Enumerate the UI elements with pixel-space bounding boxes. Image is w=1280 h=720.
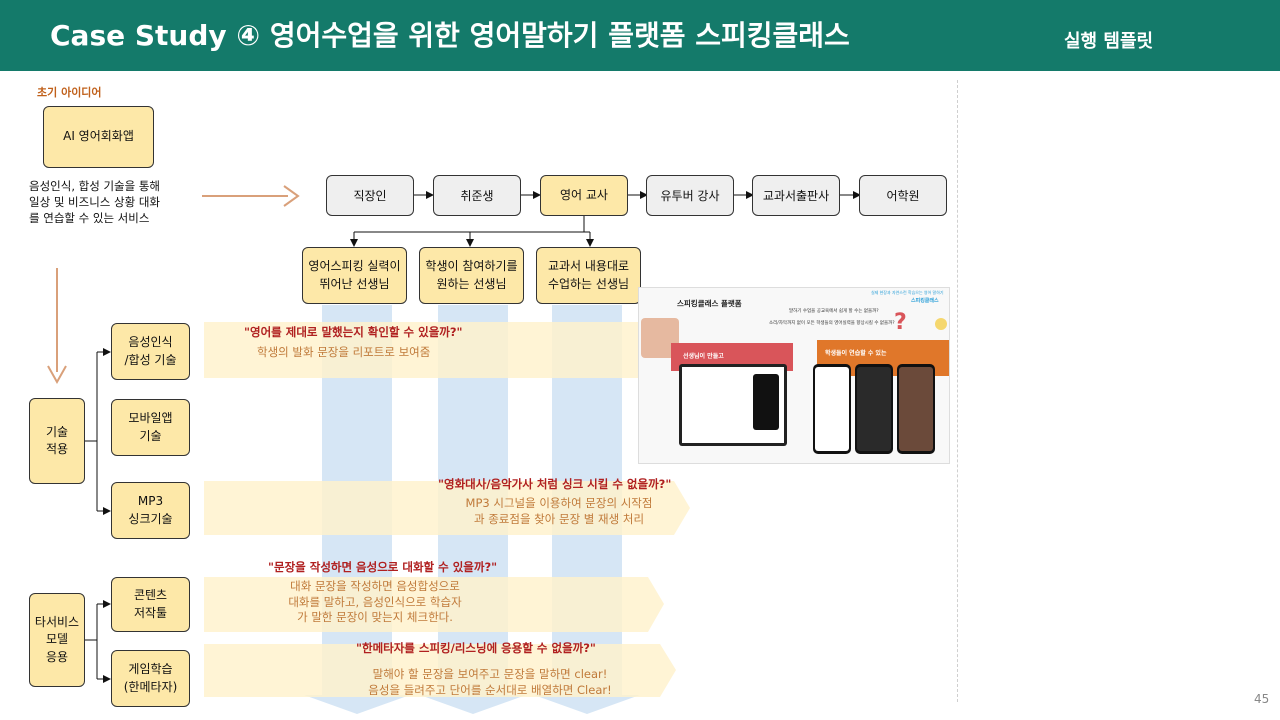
header-bar: Case Study ④ 영어수업을 위한 영어말하기 플랫폼 스피킹클래스 실… [0, 0, 1280, 71]
band-2-answer: MP3 시그널을 이용하여 문장의 시작점 과 종료점을 찾아 문장 별 재생 … [465, 496, 653, 526]
band-3-question: "문장을 작성하면 음성으로 대화할 수 있을까?" [268, 560, 498, 574]
screenshot-question-2: 소리/자막까지 없이 모든 학생들의 영어실력을 향상시킬 수 없을까? [769, 321, 895, 326]
band-4-answer: 말해야 할 문장을 보여주고 문장을 말하면 clear! 음성을 들려주고 단… [368, 667, 612, 697]
tech-mp3-box: MP3 싱크기술 [111, 482, 190, 539]
band-1-answer: 학생의 발화 문장을 리포트로 보여줌 [257, 345, 431, 359]
band-1-question: "영어를 제대로 말했는지 확인할 수 있을까?" [244, 325, 463, 339]
initial-idea-description: 음성인식, 합성 기술을 통해 일상 및 비즈니스 상황 대화 를 연습할 수 … [29, 179, 161, 226]
phone-mockup-2 [855, 364, 893, 454]
vertical-divider [957, 80, 958, 702]
platform-screenshot: 실제 현장과 자연스런 학습으는 영어 말하기 스피킹클래스 스피킹클래스 플랫… [638, 287, 950, 464]
target-english-teacher: 영어 교사 [540, 175, 628, 216]
page-title: Case Study ④ 영어수업을 위한 영어말하기 플랫폼 스피킹클래스 [50, 19, 850, 52]
band-2-question: "영화대사/음악가사 처럼 싱크 시킬 수 없을까?" [438, 477, 672, 491]
teacher-type-textbook: 교과서 내용대로 수업하는 선생님 [536, 247, 641, 304]
target-youtuber: 유투버 강사 [646, 175, 734, 216]
tech-group-box: 기술 적용 [29, 398, 85, 484]
band-4-question: "한메타자를 스피킹/리스닝에 응용할 수 없을까?" [356, 641, 596, 655]
other-service-group-box: 타서비스 모델 응용 [29, 593, 85, 687]
screenshot-title: 스피킹클래스 플랫폼 [677, 299, 742, 308]
teacher-type-speaking: 영어스피킹 실력이 뛰어난 선생님 [302, 247, 407, 304]
other-content-tool-box: 콘텐츠 저작툴 [111, 577, 190, 632]
band-2 [204, 481, 690, 535]
target-job-seeker: 취준생 [433, 175, 521, 216]
target-language-institute: 어학원 [859, 175, 947, 216]
tech-voice-box: 음성인식 /합성 기술 [111, 323, 190, 380]
question-mark-icon: ? [894, 310, 907, 335]
template-tag: 실행 템플릿 [1064, 31, 1154, 52]
target-textbook-publisher: 교과서출판사 [752, 175, 840, 216]
phone-mockup-1 [813, 364, 851, 454]
band-1 [204, 322, 700, 378]
band-3 [204, 577, 664, 632]
band-4 [204, 644, 676, 697]
screenshot-top-text: 실제 현장과 자연스런 학습으는 영어 말하기 [871, 290, 944, 295]
screenshot-question-1: 말하기 수업을 공교육에서 쉽게 할 수는 없을까? [789, 309, 879, 314]
laptop-mockup [679, 364, 787, 446]
other-game-learning-box: 게임학습 (한메타자) [111, 650, 190, 707]
tech-mobile-box: 모바일앱 기술 [111, 399, 190, 456]
band-3-answer: 대화 문장을 작성하면 음성합성으로 대화를 말하고, 음성인식으로 학습자 가… [288, 579, 462, 625]
screenshot-logo: 스피킹클래스 [911, 298, 939, 304]
initial-idea-label: 초기 아이디어 [37, 86, 102, 99]
teacher-type-participation: 학생이 참여하기를 원하는 선생님 [419, 247, 524, 304]
page-number: 45 [1254, 692, 1270, 706]
target-office-worker: 직장인 [326, 175, 414, 216]
phone-mockup-3 [897, 364, 935, 454]
ai-app-box: AI 영어회화앱 [43, 106, 154, 168]
sun-icon [935, 318, 947, 330]
